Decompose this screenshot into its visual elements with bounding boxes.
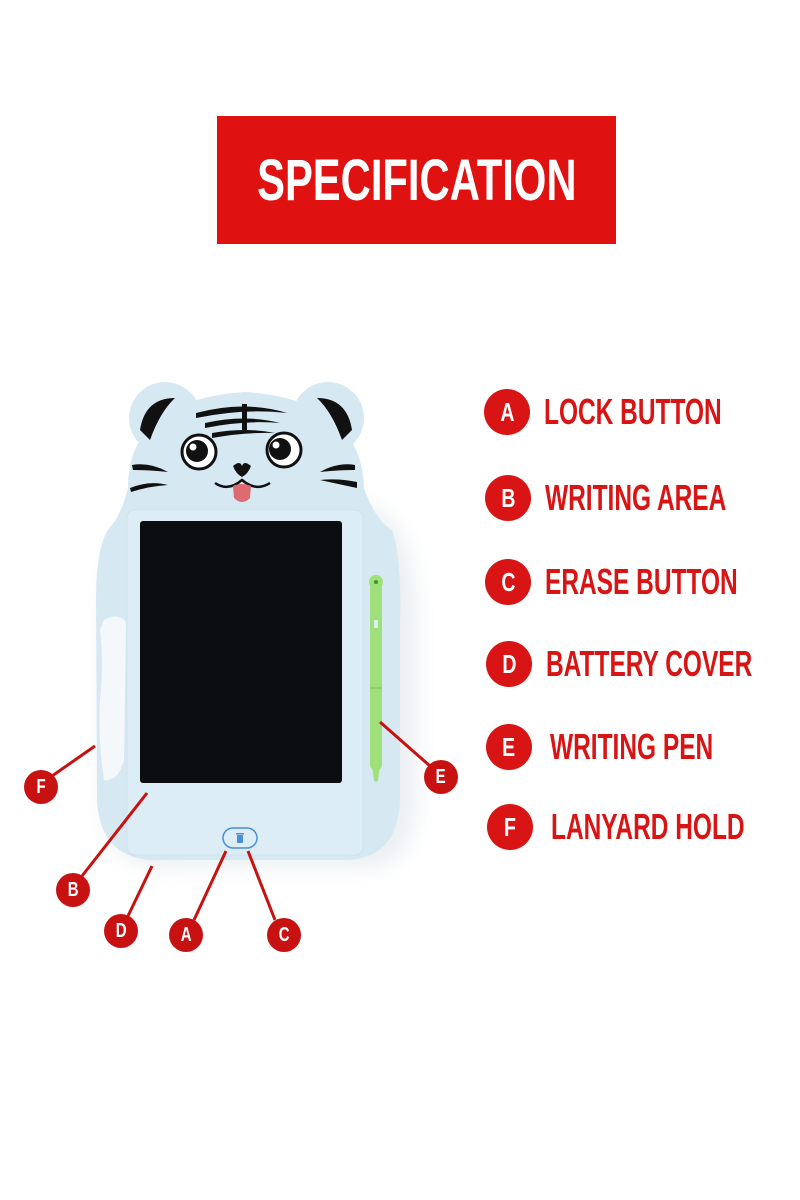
writing-area [140,521,342,783]
legend-item-writing-pen: E WRITING PEN [486,724,790,770]
eyes-icon [180,431,303,471]
trash-icon [236,833,244,843]
legend-label: LOCK BUTTON [544,391,722,432]
tongue-icon [233,484,251,502]
right-ear-icon [317,398,352,440]
callout-a: A [169,918,203,952]
legend-badge: F [487,804,533,850]
legend-label: LANYARD HOLD [551,806,745,847]
legend-item-lanyard-hold: F LANYARD HOLD [487,804,800,850]
leader-lines [51,720,431,921]
callout-f: F [24,770,58,804]
legend-item-erase-button: C ERASE BUTTON [485,559,800,605]
mouth-icon [214,478,271,489]
banner-title: SPECIFICATION [256,147,577,213]
callout-d: D [104,914,138,948]
erase-button [222,827,258,849]
stripes-icon [130,404,357,492]
legend-badge: E [486,724,532,770]
legend-item-battery-cover: D BATTERY COVER [486,641,800,687]
callout-e: E [424,760,458,794]
left-ear-icon [140,398,175,440]
legend-badge: B [485,475,531,521]
callout-b: B [56,873,90,907]
legend-item-lock-button: A LOCK BUTTON [484,389,800,435]
legend-label: WRITING PEN [550,726,714,767]
legend-label: ERASE BUTTON [545,561,738,602]
legend-label: BATTERY COVER [546,643,753,684]
legend-badge: D [486,641,532,687]
legend-badge: A [484,389,530,435]
lanyard-hole [99,616,126,781]
legend-item-writing-area: B WRITING AREA [485,475,800,521]
writing-pen [369,575,383,782]
legend-label: WRITING AREA [545,477,727,518]
nose-icon [233,463,251,477]
callout-c: C [267,918,301,952]
specification-banner: SPECIFICATION [217,116,616,244]
legend-badge: C [485,559,531,605]
